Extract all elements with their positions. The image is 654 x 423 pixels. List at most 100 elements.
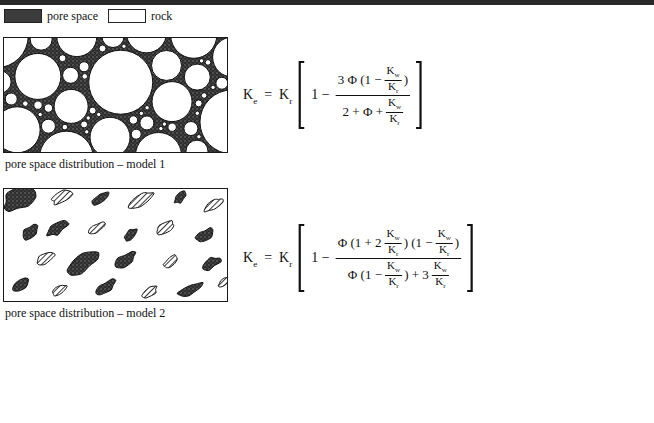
rock-grain <box>159 126 163 130</box>
rock-grain <box>136 132 182 153</box>
pore-blob <box>96 279 116 295</box>
formula-symbol: K <box>279 88 289 102</box>
pore-blob <box>115 251 136 268</box>
formula-symbol: K <box>243 251 253 265</box>
formula-symbol: ) + 3 <box>404 268 429 281</box>
formula-symbol: w <box>442 267 447 274</box>
pore-blob <box>204 199 223 212</box>
bracket <box>416 62 421 128</box>
rock-ground <box>3 188 228 302</box>
rock-grain <box>186 140 208 153</box>
rock-grain <box>168 123 176 131</box>
rock-grain <box>90 117 130 153</box>
pore-blob <box>47 220 69 236</box>
pore-blob <box>23 224 38 240</box>
pore-blob <box>53 285 68 296</box>
rock-grain <box>99 45 106 52</box>
formula-symbol: K <box>387 65 395 76</box>
formula-symbol: K <box>439 244 447 255</box>
fraction-bar <box>336 258 462 259</box>
legend-swatch <box>4 9 42 23</box>
formula-symbol: K <box>279 251 289 265</box>
pore-group <box>4 188 228 298</box>
rock-grain <box>131 129 141 139</box>
pore-blob <box>13 278 29 291</box>
legend-text: pore space <box>47 10 98 22</box>
legend-swatch <box>108 9 146 23</box>
formula-lines <box>300 62 472 291</box>
rock-grain <box>162 122 166 126</box>
rock-grain <box>139 111 143 115</box>
pore-blob <box>51 190 72 205</box>
rock-grain <box>152 50 182 80</box>
formula-symbol: r <box>443 283 445 290</box>
formula-symbol: K <box>387 260 395 271</box>
formula-symbol: 1 − <box>311 251 329 265</box>
formula-symbol: K <box>388 244 396 255</box>
formula-symbol: e <box>253 97 257 106</box>
rock-grain <box>62 124 68 130</box>
top-bar <box>0 0 654 5</box>
rock-grain <box>59 55 66 62</box>
formula-symbol: K <box>438 228 446 239</box>
rock-grain <box>54 89 88 123</box>
formula-symbol: ) <box>404 73 408 86</box>
formula-symbol: Φ (1 − <box>348 268 382 281</box>
rock-grain <box>199 59 203 63</box>
pore-blob <box>67 252 99 275</box>
pore-blob <box>92 192 109 205</box>
rock-grain <box>86 116 90 120</box>
pore-blob <box>218 278 228 288</box>
fraction-bar <box>336 95 410 96</box>
formula-symbol: K <box>388 97 396 108</box>
formula-symbol: Φ (1 + 2 <box>338 236 382 249</box>
rock-grain <box>3 71 11 93</box>
pore-blob <box>157 221 174 235</box>
pore-blob <box>203 257 222 270</box>
rock-grain <box>122 44 126 48</box>
pore-blob <box>124 229 137 241</box>
rock-grain <box>197 135 201 139</box>
rock-grain <box>140 116 154 130</box>
formula-symbol: K <box>388 276 396 287</box>
rock-grain <box>213 37 228 77</box>
rock-grain <box>184 122 198 136</box>
pore-blob <box>128 193 154 209</box>
rock-grain <box>152 82 192 122</box>
rock-grain <box>211 85 215 89</box>
formula-symbol: w <box>395 72 400 79</box>
formula-symbol: r <box>396 251 398 258</box>
grain-model <box>0 4 264 185</box>
rock-grain <box>195 111 199 115</box>
rock-grain <box>23 101 29 107</box>
formula-symbol: r <box>397 120 399 127</box>
rock-grain <box>85 130 89 134</box>
rock-grain <box>216 77 228 89</box>
formula-symbol: r <box>396 88 398 95</box>
rock-grain <box>97 112 101 116</box>
formula-symbol: = <box>264 251 272 265</box>
rock-grain <box>81 121 88 128</box>
formula-symbol: w <box>395 267 400 274</box>
legend-text: rock <box>151 10 172 22</box>
rock-grain <box>38 112 42 116</box>
formula-symbol: K <box>389 113 397 124</box>
model-panel: pore space distribution – model 2 <box>3 188 228 302</box>
vug-model <box>3 187 229 302</box>
rock-grain <box>82 74 88 80</box>
rock-grain <box>126 37 166 53</box>
formula-symbol: K <box>434 260 442 271</box>
pore-blob <box>195 228 213 242</box>
formula-symbol: ) <box>455 236 459 249</box>
formula-symbol: e <box>253 260 257 269</box>
formula-symbol: w <box>396 104 401 111</box>
rock-grain <box>89 50 153 114</box>
rock-grain <box>205 60 211 66</box>
formula-symbol: r <box>289 97 292 106</box>
rock-grain <box>41 119 55 133</box>
rock-grain <box>39 131 93 153</box>
pore-blob <box>177 282 203 296</box>
formula-symbol: K <box>388 81 396 92</box>
formula-symbol: K <box>435 276 443 287</box>
